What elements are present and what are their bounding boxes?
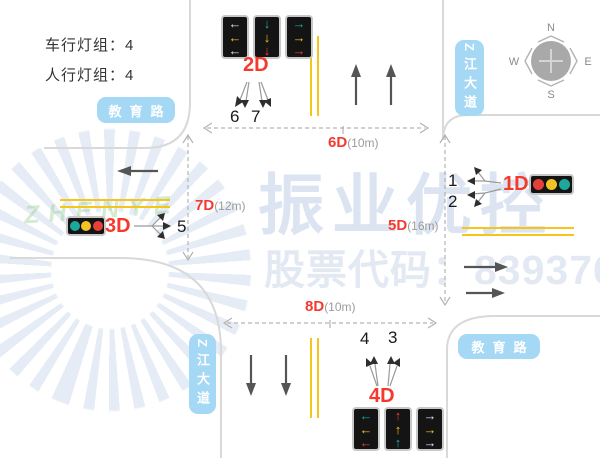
signal-4d-box-up: ↑ ↑ ↑	[384, 407, 412, 451]
fork-lines	[134, 81, 502, 387]
arrow-lamp: →	[423, 434, 437, 450]
green-lamp	[69, 221, 80, 231]
lane-number-4: 4	[360, 329, 370, 348]
arrow-lamp: ↓	[263, 29, 271, 45]
arrow-lamp: ←	[228, 42, 242, 58]
compass-n: N	[547, 22, 555, 34]
measurement-distance: (10m)	[324, 300, 356, 314]
measurement-distance: (12m)	[214, 199, 246, 213]
road-corner-bottom-left	[10, 257, 222, 458]
lane-number-2: 2	[448, 192, 458, 211]
measurement-6d: 6D(10m)	[328, 135, 379, 151]
measurement-name: 7D	[195, 197, 215, 214]
measurement-distance: (10m)	[347, 136, 379, 150]
fork-arrowheads	[157, 96, 482, 367]
compass-letters: N S W E	[509, 22, 592, 101]
measurement-7d: 7D(12m)	[195, 198, 246, 214]
lane-number-7: 7	[251, 107, 261, 126]
measurement-lines	[182, 122, 451, 329]
road-edges	[10, 0, 600, 458]
arrow-lamp: →	[292, 29, 306, 45]
center-line-east	[462, 227, 574, 236]
arrow-lamp: ←	[359, 434, 373, 450]
arrow-lamp: ←	[228, 29, 242, 45]
arrow-lamp: →	[292, 16, 306, 32]
signal-label-2d: 2D	[243, 54, 269, 76]
compass-ticks	[524, 35, 578, 87]
arrow-lamp: →	[292, 42, 306, 58]
lane-number-3: 3	[388, 328, 398, 347]
lane-number-1: 1	[448, 171, 458, 190]
road-corner-bottom-right	[446, 315, 600, 458]
arrow-lamp: ↑	[394, 408, 402, 424]
vehicle-light-count: 车行灯组：4	[45, 37, 135, 54]
measurement-name: 8D	[305, 298, 325, 315]
signal-4d-box-left: ← ← ←	[352, 407, 380, 451]
signal-2d-box-right: → → →	[285, 15, 313, 59]
arrow-lamp: ↓	[263, 42, 271, 58]
traffic-direction-arrows	[117, 64, 508, 396]
compass-e: E	[584, 56, 591, 68]
signal-label-4d: 4D	[369, 385, 395, 407]
arrow-lamp: →	[423, 408, 437, 424]
road-badge-north: Z江大道	[455, 40, 484, 116]
arrow-lamp: ←	[228, 16, 242, 32]
lane-number-5: 5	[177, 217, 187, 236]
measurement-distance: (16m)	[407, 219, 439, 233]
arrow-lamp: →	[423, 421, 437, 437]
fork-2d	[239, 81, 269, 102]
road-badge-east: 教育路	[458, 334, 540, 359]
compass: N S W E	[509, 22, 592, 101]
lane-annotation-arrows	[134, 81, 502, 387]
red-lamp	[533, 179, 544, 190]
arrow-lamp: ←	[359, 421, 373, 437]
red-lamp	[92, 221, 103, 231]
center-line-south	[310, 338, 319, 418]
pedestrian-light-count: 人行灯组：4	[45, 67, 135, 84]
compass-s: S	[547, 89, 554, 101]
fork-1d	[471, 171, 502, 203]
fork-4d	[369, 363, 398, 387]
road-badge-south: Z江大道	[189, 334, 216, 414]
signal-3d-box	[66, 216, 106, 236]
road-corner-top-left	[44, 0, 191, 149]
compass-cross	[539, 49, 563, 73]
signal-label-1d: 1D	[503, 173, 529, 195]
signal-4d-box-right: → → →	[416, 407, 444, 451]
signal-2d-box-left: ← ← ←	[221, 15, 249, 59]
signal-1d-box	[529, 174, 574, 195]
arrow-lamp: ↑	[394, 434, 402, 450]
yellow-lamp	[546, 179, 557, 190]
measurement-5d: 5D(16m)	[388, 218, 439, 234]
compass-w: W	[509, 56, 520, 68]
center-line-west	[60, 199, 170, 208]
fork-3d	[134, 216, 165, 236]
road-badge-west: 教育路	[97, 97, 175, 123]
center-lines	[60, 36, 574, 418]
arrow-lamp: ↓	[263, 16, 271, 32]
lane-number-6: 6	[230, 107, 240, 126]
yellow-lamp	[81, 221, 91, 231]
measurement-name: 6D	[328, 134, 348, 151]
arrow-lamp: ↑	[394, 421, 402, 437]
arrow-lamp: ←	[359, 408, 373, 424]
signal-label-3d: 3D	[105, 215, 131, 237]
green-lamp	[559, 179, 570, 190]
signal-2d-box-down: ↓ ↓ ↓	[253, 15, 281, 59]
measurement-8d: 8D(10m)	[305, 299, 356, 315]
measurement-name: 5D	[388, 217, 408, 234]
